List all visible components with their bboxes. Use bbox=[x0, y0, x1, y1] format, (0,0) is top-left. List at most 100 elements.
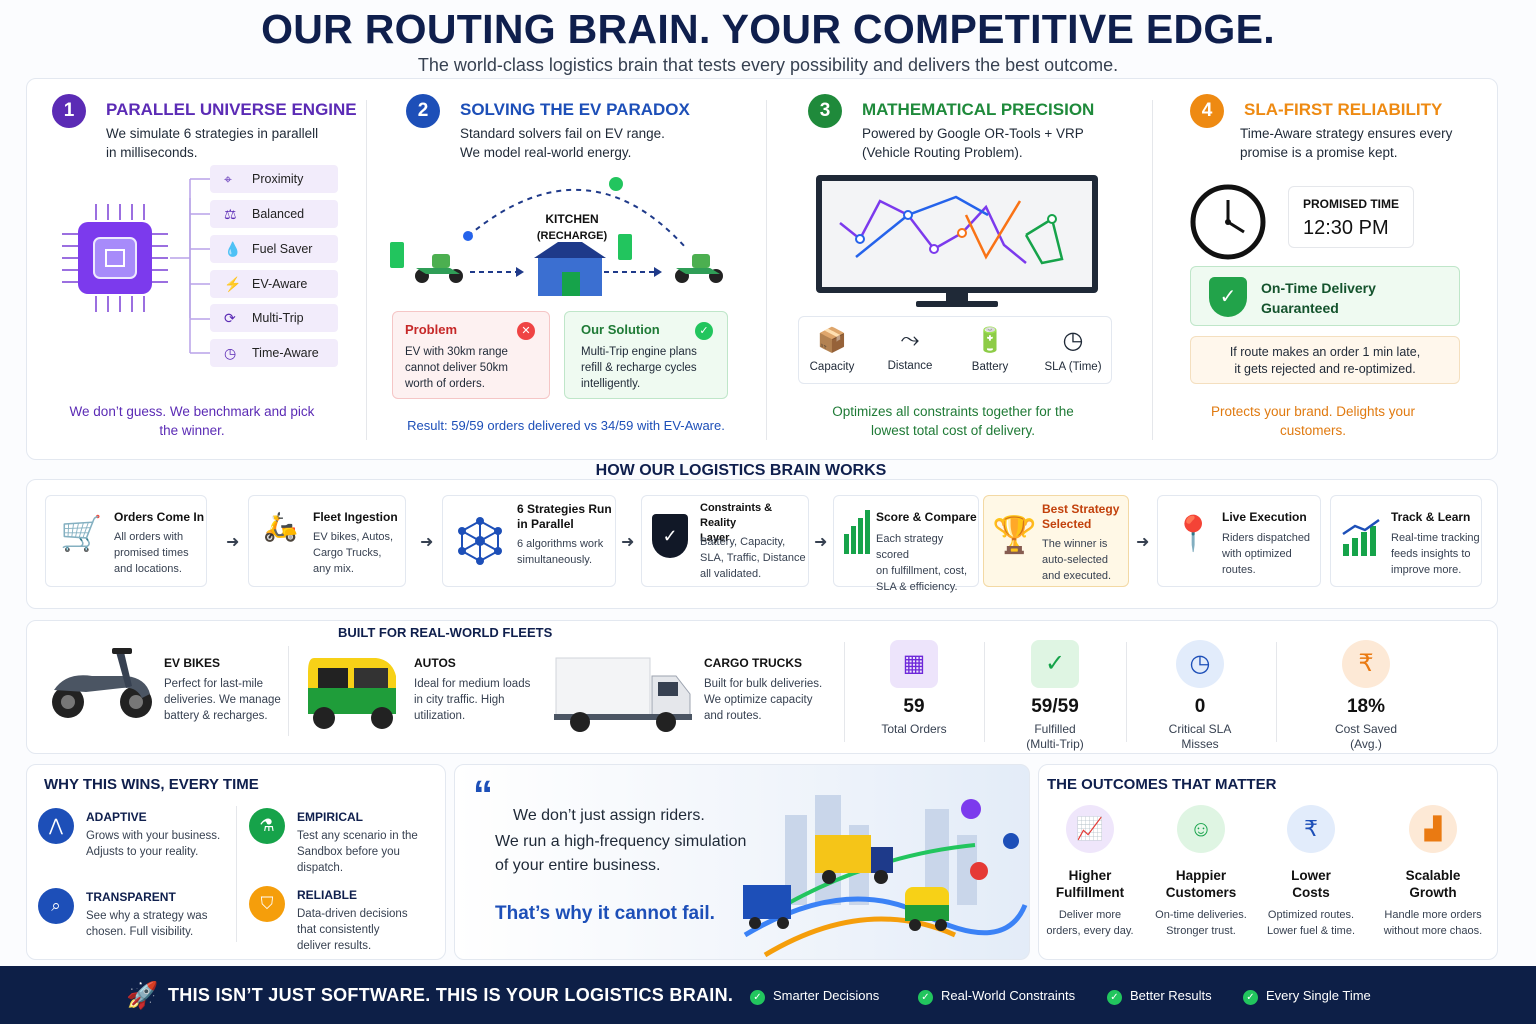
auto-rickshaw-image bbox=[308, 658, 396, 729]
page-title: OUR ROUTING BRAIN. YOUR COMPETITIVE EDGE… bbox=[261, 6, 1275, 52]
strategy-balanced: ⚖Balanced bbox=[210, 200, 338, 228]
check-icon: ✓ bbox=[1107, 990, 1122, 1005]
pillar-title: SLA-FIRST RELIABILITY bbox=[1244, 100, 1443, 119]
cpu-chip-icon bbox=[62, 198, 191, 318]
footer-check-item: ✓Smarter Decisions bbox=[750, 988, 879, 1005]
section-title-how-it-works: HOW OUR LOGISTICS BRAIN WORKS bbox=[595, 462, 887, 479]
flask-icon: ⚗ bbox=[249, 808, 285, 844]
city-route-illustration bbox=[743, 795, 1028, 958]
pillar-title: SOLVING THE EV PARADOX bbox=[460, 100, 690, 119]
chart-tile-icon: ▦ bbox=[890, 640, 938, 688]
step-number-badge: 4 bbox=[1190, 94, 1224, 128]
ev-recharge-route-diagram: KITCHEN (RECHARGE) bbox=[390, 177, 723, 296]
network-icon bbox=[458, 517, 502, 565]
promised-time-label: PROMISED TIME bbox=[1303, 197, 1400, 211]
check-icon: ✓ bbox=[918, 990, 933, 1005]
check-icon: ✓ bbox=[750, 990, 765, 1005]
rocket-icon: 🚀 bbox=[126, 980, 159, 1010]
battery-icon: 🔋 bbox=[975, 327, 1005, 354]
map-pin-icon: 📍 bbox=[1172, 515, 1215, 553]
ev-scooter-image bbox=[52, 648, 152, 718]
recharge-label: (RECHARGE) bbox=[537, 230, 608, 242]
footer-check-item: ✓Every Single Time bbox=[1243, 988, 1371, 1005]
bar-chart-icon bbox=[844, 510, 870, 554]
quote-mark-icon: “ bbox=[473, 773, 493, 817]
strategy-multi-trip: ⟳Multi-Trip bbox=[210, 304, 338, 332]
magnifier-icon: ⌕ bbox=[38, 888, 74, 924]
shield-icon: ⛉ bbox=[249, 886, 285, 922]
divider bbox=[366, 100, 367, 440]
page-subtitle: The world-class logistics brain that tes… bbox=[417, 55, 1119, 75]
strategy-proximity: ⌖Proximity bbox=[210, 165, 338, 193]
rupee-coin-icon: ₹ bbox=[1287, 805, 1335, 853]
step-number-badge: 3 bbox=[808, 94, 842, 128]
pillar-title: PARALLEL UNIVERSE ENGINE bbox=[106, 100, 357, 119]
divider bbox=[236, 806, 237, 942]
check-icon: ✓ bbox=[1031, 640, 1079, 688]
section-title-fleets: BUILT FOR REAL-WORLD FLEETS bbox=[338, 625, 553, 640]
promised-time-card: PROMISED TIME 12:30 PM bbox=[1288, 186, 1414, 248]
footer-check-item: ✓Real-World Constraints bbox=[918, 988, 1075, 1005]
arrow-right-icon: ➜ bbox=[1136, 534, 1150, 551]
clock-icon: ◷ bbox=[224, 345, 237, 361]
solution-title: Our Solution bbox=[581, 322, 660, 337]
trophy-icon: 🏆 bbox=[992, 514, 1037, 555]
clock-icon: ◷ bbox=[1176, 640, 1224, 688]
close-icon: ✕ bbox=[517, 322, 535, 340]
rupee-icon: ₹ bbox=[1342, 640, 1390, 688]
check-icon: ✓ bbox=[1243, 990, 1258, 1005]
strategy-ev-aware: ⚡EV-Aware bbox=[210, 270, 338, 298]
clock-icon bbox=[1190, 184, 1266, 260]
pillar-math-precision: 3 MATHEMATICAL PRECISION Powered by Goog… bbox=[808, 90, 1138, 460]
delivery-van-icon bbox=[743, 885, 791, 929]
problem-title: Problem bbox=[405, 322, 458, 337]
quote-line: We run a high-frequency simulation bbox=[495, 833, 747, 850]
pillar-sla-first: 4 SLA-FIRST RELIABILITY Time-Aware strat… bbox=[1190, 90, 1480, 460]
outcomes-panel bbox=[1038, 764, 1498, 960]
arrow-right-icon: ➜ bbox=[814, 534, 828, 551]
footer-check-item: ✓Better Results bbox=[1107, 988, 1212, 1005]
ev-bike-icon bbox=[675, 254, 723, 283]
auto-rickshaw-icon bbox=[905, 887, 949, 931]
quote-punchline: That’s why it cannot fail. bbox=[495, 903, 715, 924]
pillar-ev-paradox: 2 SOLVING THE EV PARADOX Standard solver… bbox=[406, 90, 756, 460]
constraints-panel bbox=[798, 316, 1112, 384]
clock-icon: ◷ bbox=[1062, 327, 1084, 354]
pillar-parallel-engine: 1 PARALLEL UNIVERSE ENGINE We simulate 6… bbox=[52, 90, 357, 460]
divider bbox=[844, 642, 845, 742]
scales-icon: ⚖ bbox=[224, 206, 237, 222]
vehicles-icon: 🛵 bbox=[263, 511, 298, 542]
stat-cost-saved: ₹ 18%Cost Saved(Avg.) bbox=[1306, 640, 1426, 752]
constraint-distance: ⤳Distance bbox=[870, 318, 950, 382]
constraint-capacity: 📦Capacity bbox=[792, 318, 872, 382]
growth-chart-icon: 📈 bbox=[1066, 805, 1114, 853]
growth-chart-icon bbox=[1342, 518, 1380, 556]
step-number-badge: 2 bbox=[406, 94, 440, 128]
strategy-fuel-saver: 💧Fuel Saver bbox=[210, 235, 338, 263]
arrow-right-icon: ➜ bbox=[420, 534, 434, 551]
adaptive-icon: ⋀ bbox=[38, 808, 74, 844]
fleets-stats-panel bbox=[26, 620, 1498, 754]
droplet-icon: 💧 bbox=[224, 241, 242, 257]
divider bbox=[984, 642, 985, 742]
arrow-right-icon: ➜ bbox=[226, 534, 240, 551]
